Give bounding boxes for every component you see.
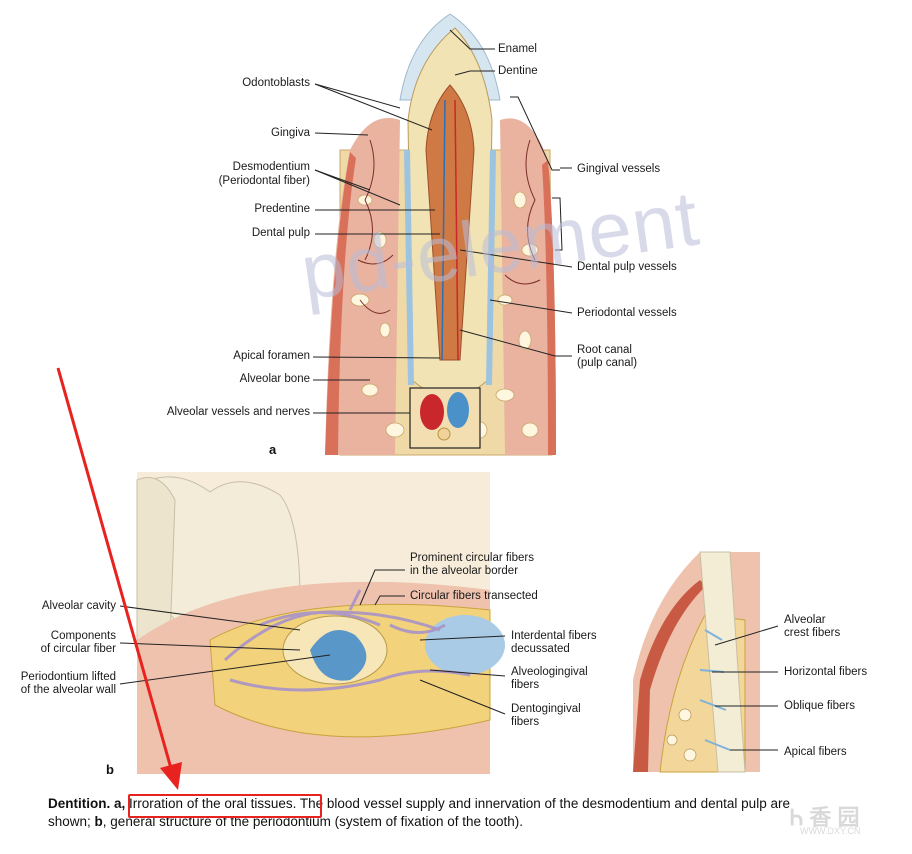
label-apical-fibers: Apical fibers [784, 746, 847, 758]
caption-part-a: a, [114, 796, 126, 811]
corner-watermark-url: WWW.DXY.CN [800, 826, 861, 836]
label-decussated: decussated [511, 643, 570, 655]
label-crest-fibers: crest fibers [784, 627, 841, 639]
label-periodontal-vessels: Periodontal vessels [577, 307, 677, 319]
label-dentine: Dentine [498, 65, 538, 77]
fiber-groups-figure [633, 551, 760, 773]
label-predentine: Predentine [254, 203, 310, 215]
caption-line1: The blood vessel supply and innervation … [299, 796, 790, 811]
label-alveolar: Alveolar [784, 614, 826, 626]
caption-line2-pre: shown; [48, 814, 91, 829]
label-alveologingival: Alveologingival [511, 666, 588, 678]
panel-letter-b: b [106, 762, 114, 777]
label-pulp-canal: (pulp canal) [577, 357, 638, 369]
red-arrow-annotation [56, 367, 182, 790]
label-interdental: Interdental fibers [511, 630, 597, 642]
label-of-circular-fiber: of circular fiber [40, 643, 116, 655]
fiber-groups-leader-lines [712, 625, 779, 751]
caption-part-b: b [94, 814, 103, 829]
label-dental-pulp-vessels: Dental pulp vessels [577, 261, 677, 273]
label-gingiva: Gingiva [271, 127, 310, 139]
label-in-alveolar-border: in the alveolar border [410, 565, 519, 577]
label-components: Components [50, 630, 116, 642]
label-odontoblasts: Odontoblasts [242, 77, 310, 89]
label-alveolar-vessels: Alveolar vessels and nerves [166, 406, 310, 418]
label-alveologingival-fibers: fibers [511, 679, 540, 691]
label-alveolar-cavity: Alveolar cavity [41, 600, 116, 612]
label-horizontal-fibers: Horizontal fibers [784, 666, 868, 678]
panel-letter-a: a [269, 442, 277, 457]
corner-watermark: Ꮒ 香 园 [790, 805, 860, 830]
label-desmodentium: Desmodentium [232, 161, 310, 173]
label-periodontium-lifted: Periodontium lifted [20, 671, 116, 683]
tooth-section-figure [325, 13, 563, 456]
label-circular-transected: Circular fibers transected [410, 590, 538, 602]
label-enamel: Enamel [498, 43, 537, 55]
periodontium-figure [136, 472, 505, 774]
panel-b-leader-lines [119, 569, 506, 715]
label-of-alveolar-wall: of the alveolar wall [20, 684, 116, 696]
label-dentogingival: Dentogingival [511, 703, 581, 715]
caption-highlighted-phrase: Irroration of the oral tissues. [129, 796, 297, 811]
label-oblique-fibers: Oblique fibers [784, 700, 855, 712]
label-gingival-vessels: Gingival vessels [577, 163, 661, 175]
label-alveolar-bone: Alveolar bone [239, 373, 310, 385]
label-apical-foramen: Apical foramen [233, 350, 310, 362]
label-dentogingival-fibers: fibers [511, 716, 540, 728]
label-periodontal-fiber: (Periodontal fiber) [218, 175, 310, 187]
caption-title: Dentition. [48, 796, 111, 811]
label-root-canal: Root canal [577, 344, 632, 356]
panel-a-leader-lines [312, 29, 573, 414]
label-prominent-circular: Prominent circular fibers [410, 552, 534, 564]
label-dental-pulp: Dental pulp [251, 227, 310, 239]
red-highlight-box [128, 794, 322, 818]
